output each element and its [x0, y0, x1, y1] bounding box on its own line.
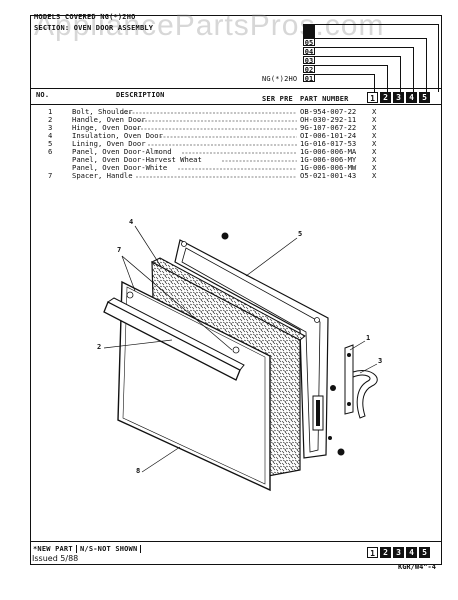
- footer-group-number-4: 4: [406, 547, 417, 558]
- column-header-rule-bottom: [30, 104, 441, 105]
- group-number-3: 3: [393, 92, 404, 103]
- callout-1: 1: [366, 334, 371, 342]
- watermark: AppliancePartsPros.com: [34, 9, 385, 42]
- callout-4: 4: [129, 218, 134, 226]
- group-number-2: 2: [380, 92, 391, 103]
- column-part-number: PART NUMBER: [300, 95, 349, 103]
- variant-code-02: 02: [303, 65, 315, 74]
- variant-code-01: 01: [303, 74, 315, 83]
- variant-code-03: 03: [303, 56, 315, 65]
- oven-door-lining: [174, 239, 329, 459]
- footer-issued: Issued 5/88: [32, 554, 79, 563]
- column-header-rule-top: [30, 88, 441, 89]
- column-ser-pre: SER PRE: [262, 95, 293, 103]
- footer-group-number-3: 3: [393, 547, 404, 558]
- variant-bracket: [0, 0, 458, 100]
- oven-door-hinge: [312, 344, 378, 431]
- not-shown-legend: N/S-NOT SHOWN: [80, 545, 142, 553]
- group-number-4: 4: [406, 92, 417, 103]
- variant-marker: [303, 24, 315, 38]
- group-number-5: 5: [419, 92, 430, 103]
- callout-leaders: [103, 225, 378, 473]
- callout-2: 2: [97, 343, 102, 351]
- footer-group-number-5: 5: [419, 547, 430, 558]
- page-frame: [30, 15, 442, 565]
- column-no: NO.: [36, 91, 50, 99]
- leader-lines: [122, 112, 297, 178]
- callout-3: 3: [378, 357, 383, 365]
- oven-door-handle: [103, 297, 245, 381]
- group-number-1: 1: [367, 92, 378, 103]
- models-covered-label: MODELS COVERED NG(*)2HO: [34, 13, 136, 21]
- callout-7: 7: [117, 246, 122, 254]
- footer-page-code: KGR/W4"-4: [398, 563, 436, 571]
- footer-rule: [30, 541, 441, 542]
- footer-group-number-2: 2: [380, 547, 391, 558]
- model-code-label: NG(*)2HO: [262, 75, 298, 83]
- variant-code-05: 05: [303, 38, 315, 47]
- column-description: DESCRIPTION: [116, 91, 165, 99]
- screws: [221, 232, 345, 456]
- footer-group-number-1: 1: [367, 547, 378, 558]
- callout-5: 5: [298, 230, 303, 238]
- variant-code-04: 04: [303, 47, 315, 56]
- callout-8: 8: [136, 467, 141, 475]
- new-part-legend: *NEW PART: [33, 545, 77, 553]
- section-label: SECTION: OVEN DOOR ASSEMBLY: [34, 24, 154, 32]
